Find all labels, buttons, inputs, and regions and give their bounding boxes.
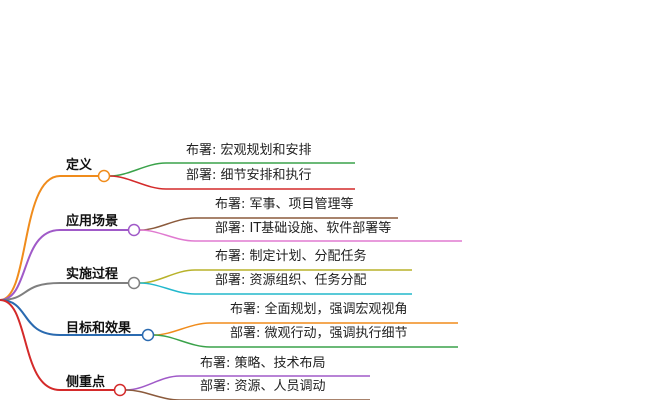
branch-connector-2 <box>0 282 61 301</box>
branch-label-4[interactable]: 侧重点 <box>66 374 105 390</box>
branch-node-circle-0[interactable] <box>97 169 111 183</box>
leaf-label-3-1[interactable]: 部署: 微观行动，强调执行细节 <box>230 326 408 341</box>
mindmap-edges <box>0 162 462 400</box>
branch-label-2[interactable]: 实施过程 <box>66 266 118 282</box>
leaf-connector-2-1 <box>139 282 196 295</box>
leaf-label-4-1[interactable]: 部署: 资源、人员调动 <box>200 379 326 394</box>
leaf-label-0-1[interactable]: 部署: 细节安排和执行 <box>186 168 312 183</box>
branch-connector-1 <box>0 229 61 301</box>
leaf-label-2-1[interactable]: 部署: 资源组织、任务分配 <box>215 272 367 288</box>
branch-connector-3 <box>0 299 61 336</box>
leaf-label-2-0[interactable]: 布署: 制定计划、分配任务 <box>215 248 367 264</box>
leaf-connector-1-0 <box>139 217 196 231</box>
leaf-connector-0-0 <box>109 162 167 177</box>
branch-node-circle-3[interactable] <box>141 328 155 342</box>
branch-label-0[interactable]: 定义 <box>65 157 93 173</box>
branch-connector-0 <box>0 175 61 301</box>
leaf-label-1-0[interactable]: 布署: 军事、项目管理等 <box>215 196 354 212</box>
leaf-connector-3-1 <box>153 334 211 348</box>
leaf-connector-2-0 <box>139 269 196 284</box>
leaf-label-1-1[interactable]: 部署: IT基础设施、软件部署等 <box>215 220 391 236</box>
branch-label-1[interactable]: 应用场景 <box>66 213 118 229</box>
leaf-connector-1-1 <box>139 229 196 242</box>
leaf-label-4-0[interactable]: 布署: 策略、技术布局 <box>200 355 326 371</box>
leaf-connector-4-1 <box>125 389 181 400</box>
leaf-connector-3-0 <box>153 322 211 336</box>
leaf-label-0-0[interactable]: 布署: 宏观规划和安排 <box>186 143 312 158</box>
branch-node-circle-2[interactable] <box>127 276 141 290</box>
branch-connector-4 <box>0 299 61 391</box>
branch-label-3[interactable]: 目标和效果 <box>66 320 131 336</box>
leaf-connector-0-1 <box>109 175 167 190</box>
leaf-label-3-0[interactable]: 布署: 全面规划，强调宏观视角 <box>230 301 408 317</box>
leaf-connector-4-0 <box>125 375 181 391</box>
branch-node-circle-4[interactable] <box>113 383 127 397</box>
branch-node-circle-1[interactable] <box>127 223 141 237</box>
